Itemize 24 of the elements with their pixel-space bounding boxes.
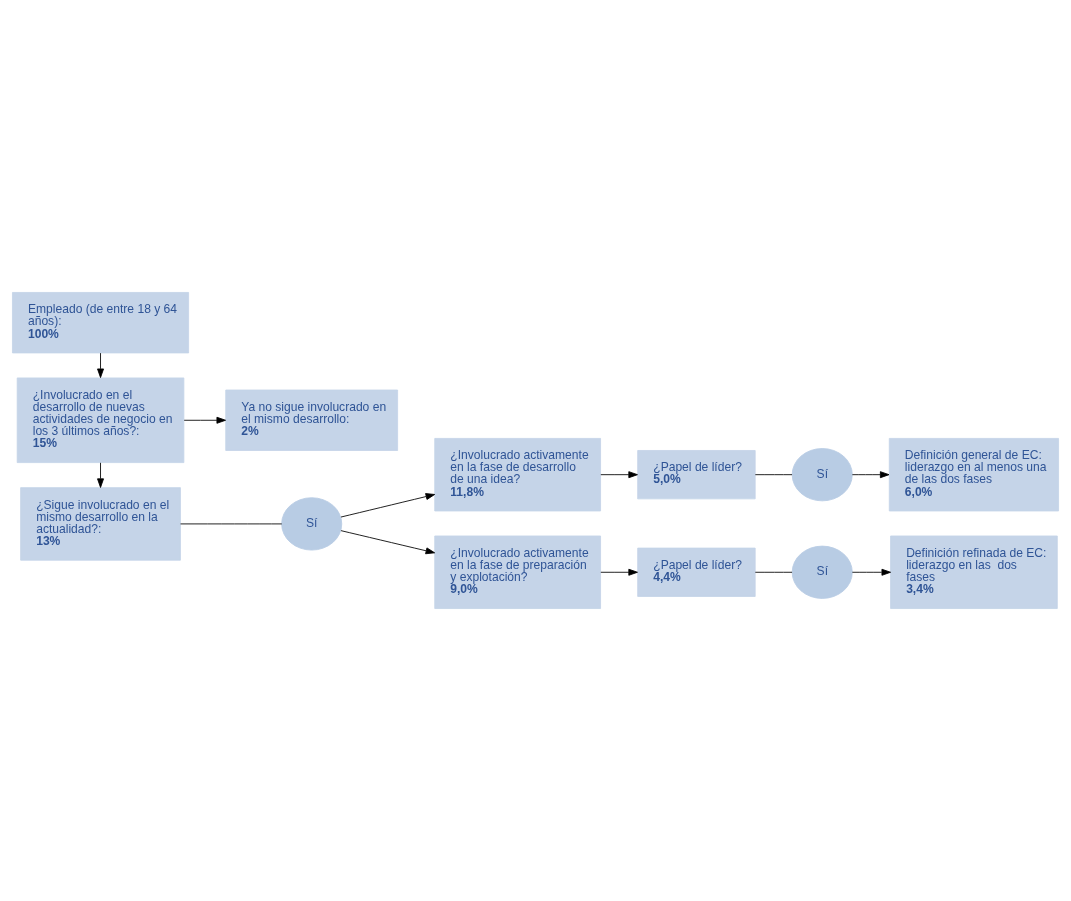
arrow bbox=[851, 568, 891, 576]
node-ellipse: Sí bbox=[281, 497, 343, 551]
node-box: ¿Papel de líder? 5,0% bbox=[637, 450, 756, 500]
node-box: ¿Involucrado activamente en la fase de preparación y explotación? 9,0% bbox=[434, 535, 601, 609]
arrow bbox=[851, 471, 890, 479]
node-box: Empleado (de entre 18 y 64 años): 100% bbox=[12, 292, 190, 354]
connector bbox=[754, 571, 793, 573]
arrow bbox=[97, 352, 104, 378]
arrow bbox=[600, 568, 638, 576]
node-box: ¿Involucrado en el desarrollo de nuevas actividades de negocio en los 3 últimos años?: 15% bbox=[16, 377, 185, 463]
node-box: Definición refinada de EC: liderazgo en las dos fases 3,4% bbox=[890, 535, 1058, 609]
arrow bbox=[340, 493, 436, 518]
node-box: Definición general de EC: liderazgo en al menos una de las dos fases 6,0% bbox=[888, 438, 1059, 512]
node-box: ¿Involucrado activamente en la fase de desarrollo de una idea? 11,8% bbox=[434, 438, 601, 512]
arrow bbox=[600, 471, 638, 479]
node-box: Ya no sigue involucrado en el mismo desarrollo: 2% bbox=[225, 389, 399, 451]
connector bbox=[754, 474, 793, 476]
node-box: ¿Papel de líder? 4,4% bbox=[637, 547, 756, 597]
arrow bbox=[183, 416, 226, 424]
arrow bbox=[340, 530, 436, 555]
arrow bbox=[97, 462, 104, 488]
node-box: ¿Sigue involucrado en el mismo desarrollo en la actualidad?: 13% bbox=[20, 487, 181, 561]
node-ellipse: Sí bbox=[791, 545, 853, 599]
node-ellipse: Sí bbox=[791, 448, 853, 502]
